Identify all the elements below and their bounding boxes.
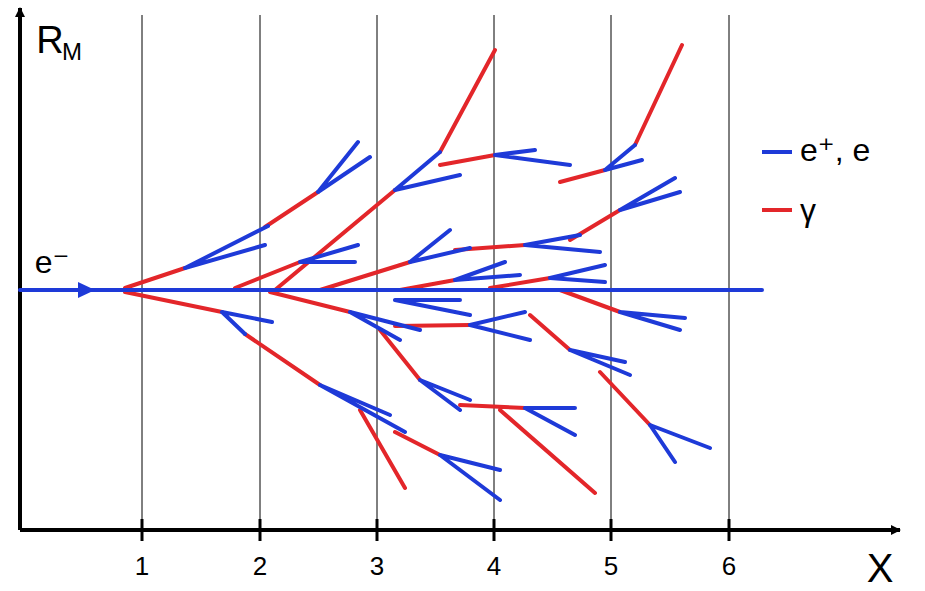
tick-number: 5 — [604, 553, 618, 579]
beam-arrowhead — [78, 282, 95, 298]
tick-number: 4 — [487, 553, 501, 579]
photon-tracks — [125, 45, 682, 493]
legend-sample-photon — [762, 208, 792, 212]
electron-tracks — [20, 142, 762, 500]
axis-label: X — [867, 548, 894, 588]
tick-number: 3 — [370, 553, 384, 579]
tick-number: 1 — [135, 553, 149, 579]
legend-text: e⁺, e — [800, 134, 870, 166]
tick-number: 2 — [253, 553, 267, 579]
legend-text: γ — [800, 194, 816, 226]
legend-sample-electron — [762, 150, 792, 154]
tick-number: 6 — [722, 553, 736, 579]
particle-label: e⁻ — [35, 246, 70, 278]
axis-label: R — [36, 21, 63, 59]
x-axis — [20, 528, 900, 532]
y-axis — [18, 8, 22, 530]
axis-subscript: M — [62, 40, 82, 64]
